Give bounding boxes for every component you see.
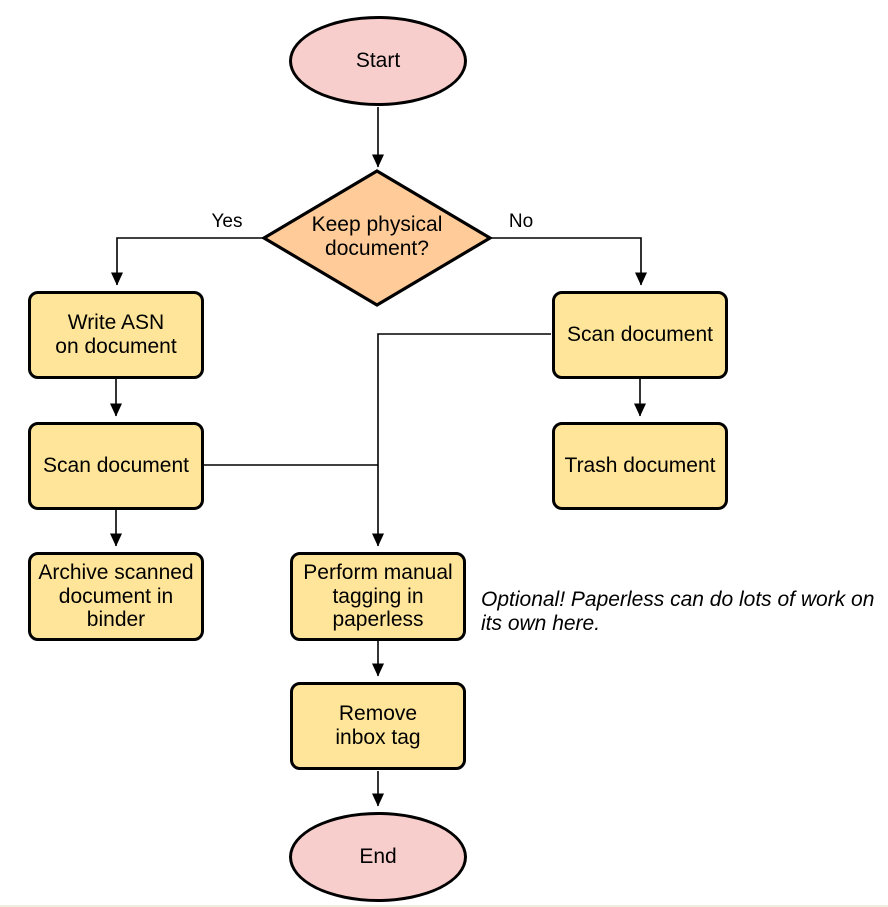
scan-document-right-node: Scan document [552, 291, 728, 379]
write-asn-node: Write ASN on document [28, 291, 204, 379]
trash-document-node: Trash document [552, 422, 728, 510]
remove-inbox-tag-node: Remove inbox tag [290, 682, 466, 770]
scan-document-left-node: Scan document [28, 422, 204, 510]
manual-tagging-node: Perform manual tagging in paperless [290, 552, 466, 641]
decision-node-shape [260, 169, 494, 307]
start-node: Start [289, 16, 467, 106]
archive-node: Archive scanned document in binder [28, 552, 204, 641]
edge-decision-to-scan-right [491, 237, 647, 286]
edge-decision-to-write-asn [111, 237, 263, 286]
bottom-border-line [0, 905, 888, 907]
decision-node-label: Keep physical document? [311, 213, 443, 260]
edge-label-yes: Yes [211, 211, 243, 232]
optional-note: Optional! Paperless can do lots of work … [481, 588, 875, 636]
edge-scan-right-to-tagging [372, 333, 551, 547]
end-node: End [289, 812, 467, 902]
edge-label-no: No [508, 211, 534, 232]
